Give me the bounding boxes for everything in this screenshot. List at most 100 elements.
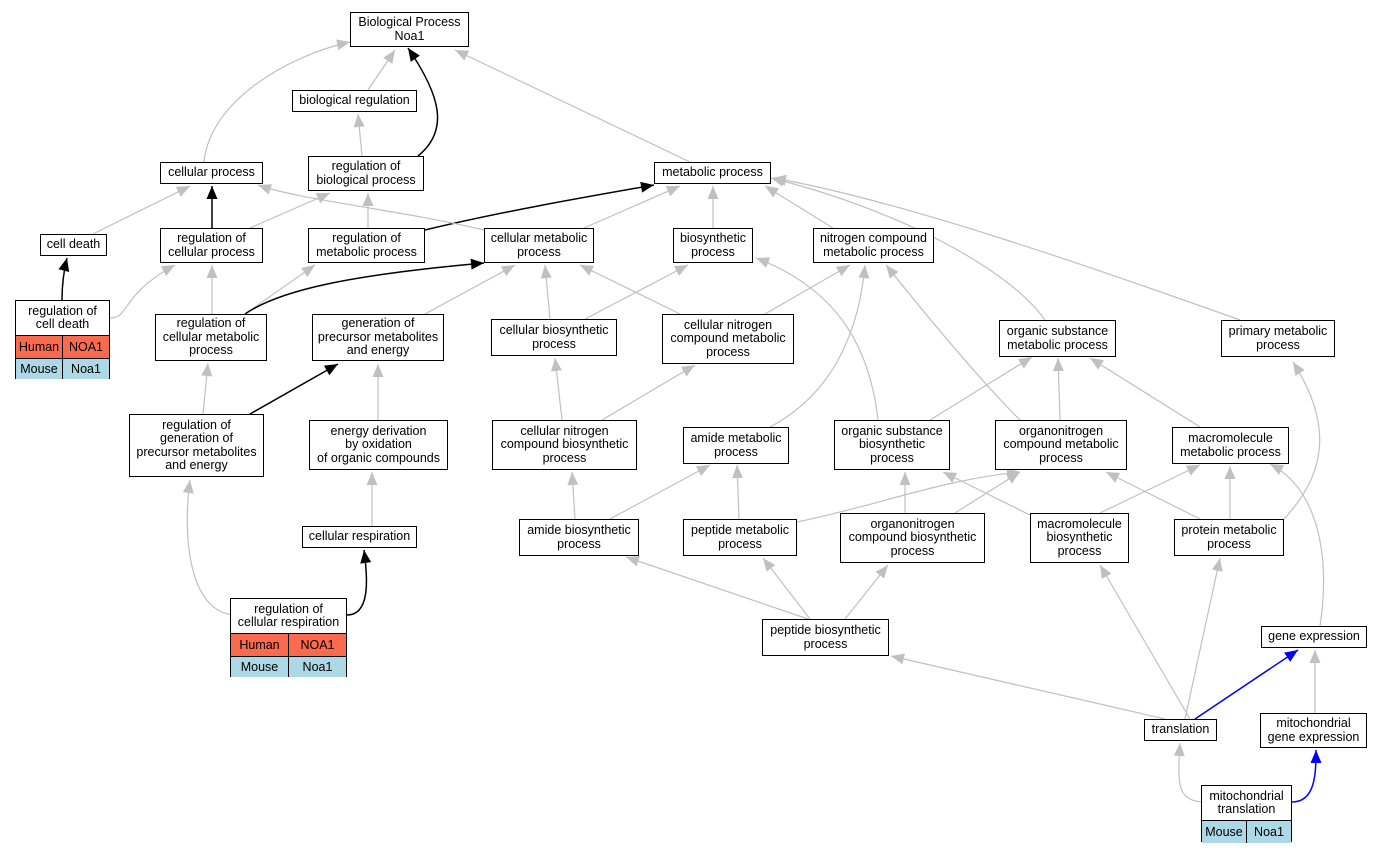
arrowhead-macromet-orgsub — [1090, 358, 1104, 370]
arrowhead-translation-peptbio — [891, 653, 905, 665]
node-primmet[interactable]: primary metabolic process — [1221, 320, 1335, 357]
node-amidemet[interactable]: amide metabolic process — [683, 427, 789, 464]
arrowhead-reggenprec-regcellmet — [201, 363, 213, 377]
edge-amidemet-nitro — [769, 264, 866, 428]
edge-regcellmet-cellmet — [244, 262, 485, 315]
edge-translation-protmet — [1184, 557, 1221, 720]
edge-protmet-primmet — [1283, 361, 1321, 520]
arrowhead-cellbiosyn-biosyn — [673, 265, 688, 276]
arrowhead-protmet-primmet — [1293, 362, 1305, 376]
annotated-title: mitochondrial translation — [1202, 786, 1291, 821]
node-metproc[interactable]: metabolic process — [654, 162, 771, 184]
node-peptbio[interactable]: peptide biosynthetic process — [762, 619, 889, 656]
arrowhead-regcellmet-regcell — [206, 265, 218, 278]
node-genprec[interactable]: generation of precursor metabolites and … — [312, 314, 444, 361]
gene-mouse: Noa1 — [1246, 821, 1291, 843]
node-nitro[interactable]: nitrogen compound metabolic process — [813, 228, 934, 263]
edge-nitro-metproc — [764, 185, 834, 229]
edge-orgsubbio-orgsub — [929, 356, 1033, 421]
arrowhead-regmet-metproc — [640, 181, 654, 193]
node-orgsubbio[interactable]: organic substance biosynthetic process — [834, 420, 950, 470]
edge-celldeath-cellproc — [92, 185, 191, 235]
gene-human: NOA1 — [288, 634, 346, 656]
arrowhead-organonitro-orgsub — [1052, 358, 1064, 372]
node-peptmet[interactable]: peptide metabolic process — [683, 519, 797, 556]
arrowhead-geneexp-macromet — [1270, 464, 1285, 475]
edge-macromet-orgsub — [1089, 357, 1201, 428]
arrowhead-mitotrans-translation — [1173, 743, 1185, 757]
node-protmet[interactable]: protein metabolic process — [1174, 519, 1284, 556]
node-cellmet[interactable]: cellular metabolic process — [484, 228, 594, 263]
arrowhead-mitotrans-mitogene — [1310, 750, 1322, 763]
node-bp[interactable]: Biological Process Noa1 — [350, 12, 469, 47]
arrowhead-regmet-regbio — [362, 193, 374, 206]
node-organonitro[interactable]: organonitrogen compound metabolic proces… — [995, 420, 1127, 470]
node-cellresp[interactable]: cellular respiration — [302, 526, 417, 548]
node-amidebio[interactable]: amide biosynthetic process — [519, 519, 639, 556]
annotated-title: regulation of cell death — [16, 301, 109, 336]
edge-regcellresp-reggenprec — [186, 479, 238, 616]
arrowhead-cellmet-metproc — [665, 186, 680, 197]
edge-cellnitro-cellmet — [579, 264, 681, 315]
node-translation[interactable]: translation — [1144, 719, 1217, 741]
node-cellnitrobio[interactable]: cellular nitrogen compound biosynthetic … — [492, 420, 637, 470]
edge-amidebio-amidemet — [609, 464, 711, 520]
annotated-node-regcelldeath[interactable]: regulation of cell death Human NOA1 Mous… — [15, 300, 110, 379]
node-geneexp[interactable]: gene expression — [1261, 626, 1367, 648]
node-macrobio[interactable]: macromolecule biosynthetic process — [1030, 513, 1129, 563]
edge-regcell-regbio — [249, 192, 331, 229]
arrowhead-peptbio-amidebio — [626, 555, 641, 567]
node-macromet[interactable]: macromolecule metabolic process — [1172, 427, 1289, 464]
node-biosyn[interactable]: biosynthetic process — [673, 228, 753, 263]
edge-protmet-organonitro — [1105, 471, 1201, 520]
arrowhead-peptbio-peptmet — [763, 558, 776, 572]
edge-macrobio-orgsubbio — [942, 471, 1031, 516]
edge-translation-peptbio — [890, 655, 1166, 720]
node-celldeath[interactable]: cell death — [40, 234, 107, 256]
node-mitogene[interactable]: mitochondrial gene expression — [1260, 713, 1367, 748]
node-cellnitro[interactable]: cellular nitrogen compound metabolic pro… — [662, 314, 794, 364]
arrowhead-orgsubbio-orgsub — [1018, 357, 1032, 369]
arrowhead-cellbiosyn-cellmet — [540, 265, 552, 279]
arrowhead-primmet-metproc — [773, 174, 787, 186]
annotated-node-regcellresp[interactable]: regulation of cellular respiration Human… — [230, 598, 347, 677]
node-organonitrobio[interactable]: organonitrogen compound biosynthetic pro… — [840, 513, 985, 563]
node-bioreg[interactable]: biological regulation — [292, 90, 417, 112]
edge-orgsubbio-biosyn — [755, 257, 879, 421]
arrowhead-amidebio-cellnitrobio — [567, 472, 579, 486]
arrowhead-translation-protmet — [1211, 558, 1223, 572]
arrowhead-macrobio-macromet — [1185, 465, 1200, 476]
edge-cellnitrobio-cellnitro — [601, 364, 696, 421]
arrowhead-cellmet-cellproc — [258, 184, 273, 195]
arrowhead-regcellresp-reggenprec — [182, 480, 194, 494]
arrowhead-translation-macrobio — [1100, 565, 1112, 579]
arrowhead-regbio-bp — [408, 48, 420, 62]
node-regcellmet[interactable]: regulation of cellular metabolic process — [155, 314, 267, 361]
node-cellbiosyn[interactable]: cellular biosynthetic process — [491, 319, 617, 356]
arrowhead-cellproc-bp — [336, 39, 350, 51]
node-regbio[interactable]: regulation of biological process — [308, 156, 424, 191]
arrowhead-regcellresp-cellresp — [360, 550, 372, 564]
arrowhead-regcellmet-cellmet — [470, 258, 484, 270]
node-reggenprec[interactable]: regulation of generation of precursor me… — [129, 414, 264, 477]
edge-metproc-bp — [454, 49, 691, 163]
annotated-node-mitotrans[interactable]: mitochondrial translation Mouse Noa1 — [1201, 785, 1292, 843]
arrowhead-organonitrobio-orgsubbio — [899, 472, 911, 485]
arrowhead-cellnitrobio-cellnitro — [681, 365, 695, 377]
edge-organonitro-nitro — [885, 264, 1021, 421]
edge-orgsub-metproc — [770, 177, 1046, 321]
node-regmet[interactable]: regulation of metabolic process — [308, 228, 425, 263]
node-orgsub[interactable]: organic substance metabolic process — [999, 320, 1116, 357]
arrowhead-amidemet-nitro — [858, 265, 870, 279]
edge-regmet-metproc — [424, 184, 655, 231]
arrowhead-macrobio-orgsubbio — [943, 472, 958, 483]
arrowhead-regcell-cellproc — [206, 186, 218, 199]
gene-human: NOA1 — [62, 336, 109, 358]
species-mouse: Mouse — [240, 659, 279, 674]
node-regcell[interactable]: regulation of cellular process — [160, 228, 263, 263]
species-mouse: Mouse — [1205, 824, 1243, 839]
node-energy[interactable]: energy derivation by oxidation of organi… — [309, 420, 448, 470]
species-human: Human — [239, 637, 280, 652]
node-cellproc[interactable]: cellular process — [160, 162, 263, 184]
